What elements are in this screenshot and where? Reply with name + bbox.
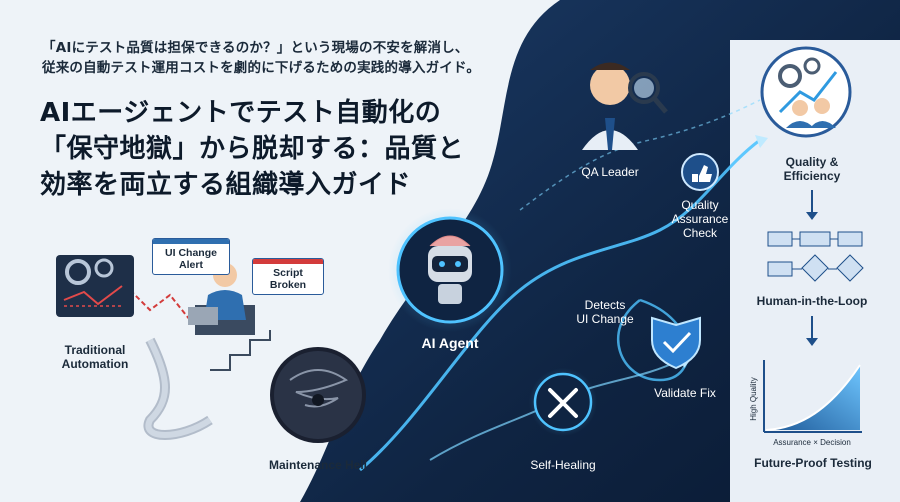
- title-line-3: 効率を両立する組織導入ガイド: [40, 170, 412, 200]
- ai-agent-label: AI Agent: [421, 335, 479, 351]
- chart-y-axis-label: High Quality: [749, 377, 758, 421]
- subtitle-line-1: 「AIにテスト品質は担保できるのか？」という現場の不安を解消し、: [42, 40, 469, 56]
- chart-x-axis-label: Assurance × Decision: [773, 438, 851, 447]
- ui-change-alert-text: UI Change Alert: [165, 247, 217, 271]
- detects-ui-change-label: Detects UI Change: [576, 298, 634, 326]
- script-broken-text: Script Broken: [269, 267, 307, 291]
- qa-leader-label: QA Leader: [581, 165, 639, 179]
- future-proof-testing-label: Future-Proof Testing: [754, 456, 872, 470]
- bubble-header-bar: [253, 259, 323, 264]
- page-title: AIエージェントでテスト自動化の 「保守地獄」から脱却する：品質と 効率を両立す…: [40, 95, 464, 203]
- ui-change-alert-bubble: UI Change Alert: [152, 238, 230, 275]
- maintenance-hell-label: Maintenance Hell: [268, 458, 368, 472]
- quality-efficiency-label: Quality & Efficiency: [783, 155, 841, 183]
- script-broken-bubble: Script Broken: [252, 258, 324, 295]
- title-line-1: AIエージェントでテスト自動化の: [40, 98, 442, 128]
- human-in-the-loop-label: Human-in-the-Loop: [756, 294, 868, 308]
- self-healing-label: Self-Healing: [530, 458, 596, 472]
- traditional-automation-label: Traditional Automation: [61, 343, 129, 371]
- title-line-2: 「保守地獄」から脱却する：品質と: [40, 134, 465, 164]
- quality-assurance-check-label: Quality Assurance Check: [671, 198, 729, 240]
- validate-fix-label: Validate Fix: [654, 386, 716, 400]
- subtitle-line-2: 従来の自動テスト運用コストを劇的に下げるための実践的導入ガイド。: [42, 60, 481, 76]
- header-subtitle: 「AIにテスト品質は担保できるのか？」という現場の不安を解消し、 従来の自動テス…: [42, 38, 480, 78]
- bubble-header-bar: [153, 239, 229, 244]
